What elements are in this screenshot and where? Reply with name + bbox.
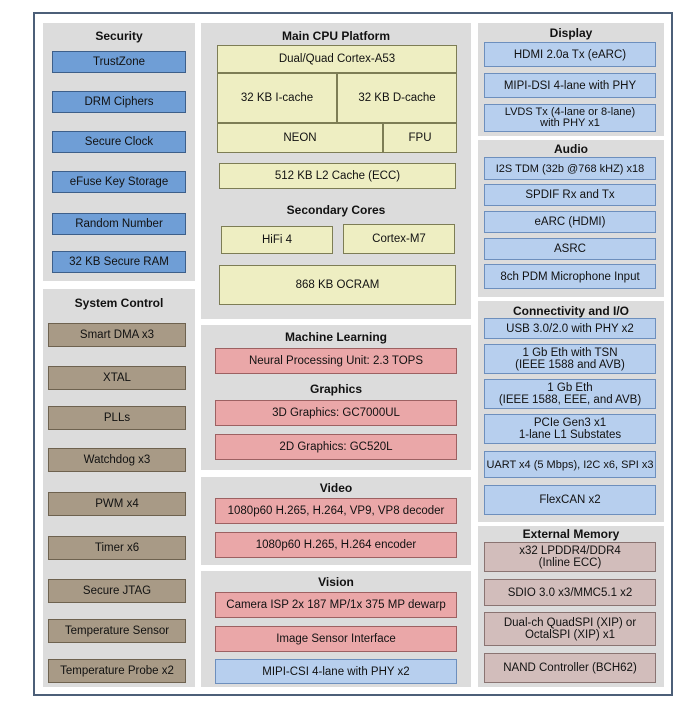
security-title: Security	[95, 29, 143, 43]
cpu-platform-title: Main CPU Platform	[281, 29, 390, 43]
security-panel: Security TrustZone DRM Ciphers Secure Cl…	[43, 23, 195, 281]
video-encoder-box: 1080p60 H.265, H.264 encoder	[215, 532, 457, 558]
flexcan-box: FlexCAN x2	[484, 485, 656, 515]
secure-jtag-box: Secure JTAG	[48, 579, 186, 603]
camera-isp-box: Camera ISP 2x 187 MP/1x 375 MP dewarp	[215, 592, 457, 618]
timer-box: Timer x6	[48, 536, 186, 560]
smart-dma-box: Smart DMA x3	[48, 323, 186, 347]
eth-tsn-box: 1 Gb Eth with TSN (IEEE 1588 and AVB)	[484, 344, 656, 374]
vision-panel: Vision Camera ISP 2x 187 MP/1x 375 MP de…	[201, 571, 471, 687]
gpu-3d-box: 3D Graphics: GC7000UL	[215, 400, 457, 426]
display-panel: Display HDMI 2.0a Tx (eARC) MIPI-DSI 4-l…	[478, 23, 664, 136]
nand-controller-box: NAND Controller (BCH62)	[484, 653, 656, 683]
graphics-title: Graphics	[309, 382, 363, 396]
audio-title: Audio	[554, 142, 588, 156]
random-number-box: Random Number	[52, 213, 186, 235]
spdif-box: SPDIF Rx and Tx	[484, 184, 656, 206]
i2s-tdm-box: I2S TDM (32b @768 kHZ) x18	[484, 157, 656, 180]
lvds-tx-box: LVDS Tx (4-lane or 8-lane) with PHY x1	[484, 104, 656, 132]
cpu-platform-panel: Main CPU Platform Dual/Quad Cortex-A53 3…	[201, 23, 471, 319]
machine-learning-title: Machine Learning	[284, 330, 388, 344]
usb-box: USB 3.0/2.0 with PHY x2	[484, 318, 656, 339]
video-panel: Video 1080p60 H.265, H.264, VP9, VP8 dec…	[201, 477, 471, 565]
secure-ram-box: 32 KB Secure RAM	[52, 251, 186, 273]
mipi-csi-box: MIPI-CSI 4-lane with PHY x2	[215, 659, 457, 684]
machine-learning-panel: Machine Learning Neural Processing Unit:…	[201, 325, 471, 470]
npu-box: Neural Processing Unit: 2.3 TOPS	[215, 348, 457, 374]
efuse-key-storage-box: eFuse Key Storage	[52, 171, 186, 193]
hdmi-tx-box: HDMI 2.0a Tx (eARC)	[484, 42, 656, 67]
drm-ciphers-box: DRM Ciphers	[52, 91, 186, 113]
secondary-cores-title: Secondary Cores	[286, 203, 386, 217]
l2-cache-box: 512 KB L2 Cache (ECC)	[219, 163, 456, 189]
connectivity-panel: Connectivity and I/O USB 3.0/2.0 with PH…	[478, 301, 664, 522]
neon-box: NEON	[217, 123, 383, 153]
cortex-a53-box: Dual/Quad Cortex-A53	[217, 45, 457, 73]
asrc-box: ASRC	[484, 238, 656, 260]
temperature-sensor-box: Temperature Sensor	[48, 619, 186, 643]
watchdog-box: Watchdog x3	[48, 448, 186, 472]
xtal-box: XTAL	[48, 366, 186, 390]
ocram-box: 868 KB OCRAM	[219, 265, 456, 305]
dcache-box: 32 KB D-cache	[337, 73, 457, 123]
external-memory-panel: External Memory x32 LPDDR4/DDR4 (Inline …	[478, 526, 664, 687]
mipi-dsi-box: MIPI-DSI 4-lane with PHY	[484, 73, 656, 98]
external-memory-title: External Memory	[522, 527, 620, 541]
pwm-box: PWM x4	[48, 492, 186, 516]
audio-panel: Audio I2S TDM (32b @768 kHZ) x18 SPDIF R…	[478, 140, 664, 297]
gpu-2d-box: 2D Graphics: GC520L	[215, 434, 457, 460]
plls-box: PLLs	[48, 406, 186, 430]
vision-title: Vision	[318, 575, 354, 589]
cortex-m7-box: Cortex-M7	[343, 224, 455, 254]
eth-eee-box: 1 Gb Eth (IEEE 1588, EEE, and AVB)	[484, 379, 656, 409]
trustzone-box: TrustZone	[52, 51, 186, 73]
video-title: Video	[319, 481, 353, 495]
system-control-title: System Control	[74, 296, 164, 310]
temperature-probe-box: Temperature Probe x2	[48, 659, 186, 683]
image-sensor-interface-box: Image Sensor Interface	[215, 626, 457, 652]
icache-box: 32 KB I-cache	[217, 73, 337, 123]
uart-i2c-spi-box: UART x4 (5 Mbps), I2C x6, SPI x3	[484, 451, 656, 478]
display-title: Display	[549, 26, 593, 40]
earc-hdmi-box: eARC (HDMI)	[484, 211, 656, 233]
quadspi-box: Dual-ch QuadSPI (XIP) or OctalSPI (XIP) …	[484, 612, 656, 646]
hifi4-box: HiFi 4	[221, 226, 333, 254]
video-decoder-box: 1080p60 H.265, H.264, VP9, VP8 decoder	[215, 498, 457, 524]
fpu-box: FPU	[383, 123, 457, 153]
connectivity-title: Connectivity and I/O	[512, 304, 629, 318]
system-control-panel: System Control Smart DMA x3 XTAL PLLs Wa…	[43, 289, 195, 687]
pcie-box: PCIe Gen3 x1 1-lane L1 Substates	[484, 414, 656, 444]
sdio-mmc-box: SDIO 3.0 x3/MMC5.1 x2	[484, 579, 656, 606]
lpddr4-box: x32 LPDDR4/DDR4 (Inline ECC)	[484, 542, 656, 572]
block-diagram-frame: Security TrustZone DRM Ciphers Secure Cl…	[33, 12, 673, 696]
secure-clock-box: Secure Clock	[52, 131, 186, 153]
pdm-microphone-box: 8ch PDM Microphone Input	[484, 264, 656, 289]
